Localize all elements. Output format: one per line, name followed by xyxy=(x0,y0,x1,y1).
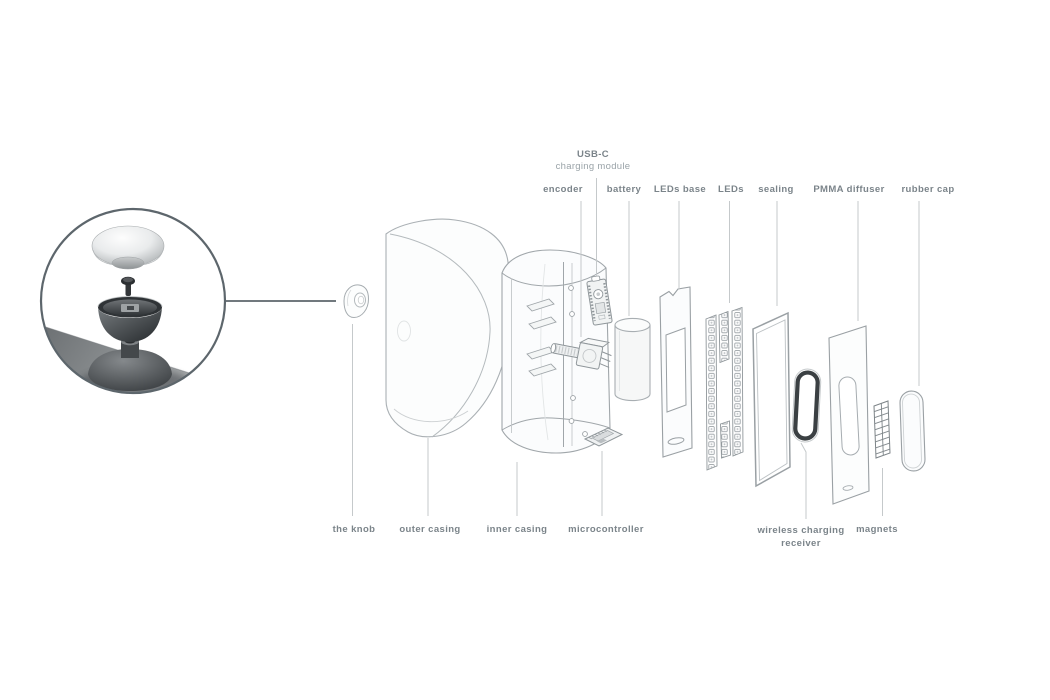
leds-base-drawing xyxy=(659,286,693,458)
wireless-receiver-drawing xyxy=(791,368,822,443)
sealing-drawing xyxy=(752,311,791,488)
magnets-drawing xyxy=(873,400,891,459)
label-rubber-cap: rubber cap xyxy=(901,184,955,195)
screw-part xyxy=(121,276,135,296)
label-magnets: magnets xyxy=(856,524,898,535)
label-usb-c-subtitle: charging module xyxy=(555,161,631,172)
usb-c-module-drawing xyxy=(586,275,613,326)
label-battery: battery xyxy=(606,184,642,195)
led-strips-drawing xyxy=(705,306,744,471)
label-pmma-diffuser: PMMA diffuser xyxy=(813,184,885,195)
label-inner-casing: inner casing xyxy=(486,524,548,535)
label-sealing: sealing xyxy=(758,184,794,195)
pmma-diffuser-drawing xyxy=(828,325,870,505)
inset-ring xyxy=(39,207,227,395)
label-wireless-charging-receiver: wireless charging receiver xyxy=(757,525,845,549)
outer-casing-drawing xyxy=(385,218,514,438)
label-encoder: encoder xyxy=(543,184,583,195)
label-outer-casing: outer casing xyxy=(399,524,461,535)
microcontroller-drawing xyxy=(583,427,624,447)
dome-cap-part xyxy=(91,225,165,270)
encoder-drawing xyxy=(550,337,612,370)
knob-photo-inset xyxy=(39,207,336,395)
label-leds: LEDs xyxy=(718,184,744,195)
label-leds-base: LEDs base xyxy=(653,184,707,195)
label-usb-c: USB-C xyxy=(576,149,610,160)
knob-drawing xyxy=(343,284,370,319)
battery-drawing xyxy=(614,317,651,402)
rubber-cap-drawing xyxy=(899,390,926,472)
leader-lines xyxy=(352,178,920,519)
label-microcontroller: microcontroller xyxy=(568,524,644,535)
leader-wireless-receiver xyxy=(800,442,807,519)
label-the-knob: the knob xyxy=(332,524,376,535)
bowl-part xyxy=(97,296,163,342)
